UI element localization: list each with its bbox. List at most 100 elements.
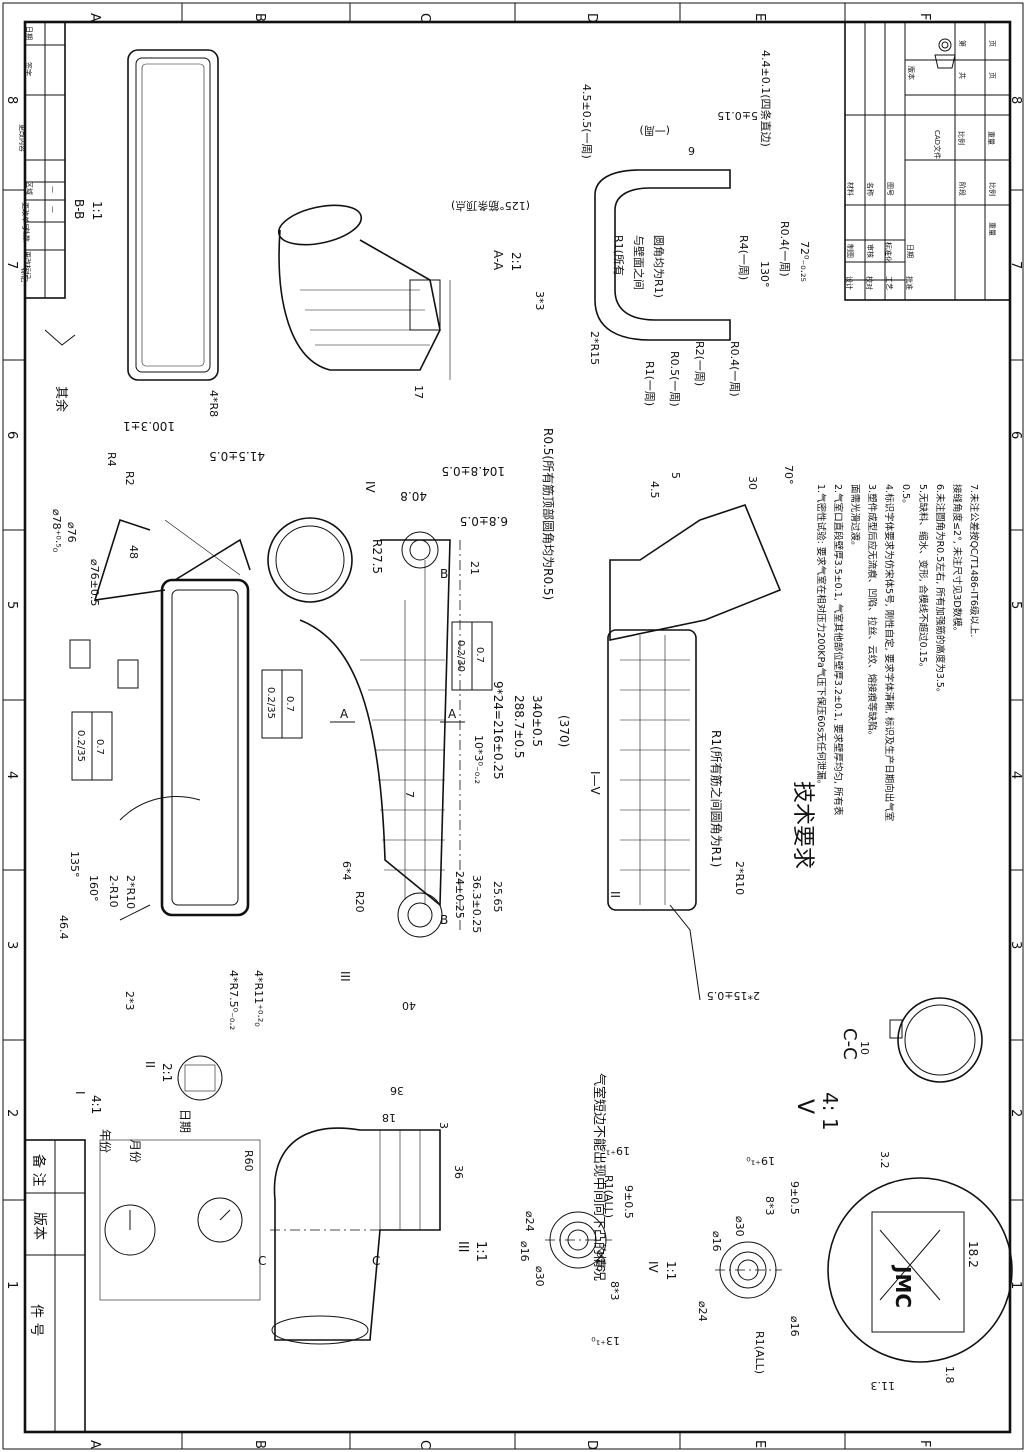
dim-6x4: 6*4 [340,861,353,881]
dim-104: 104.8±0.5 [442,464,506,478]
dim-2r10: 2-R10 [107,875,120,908]
rev-h-genggaibiaoji: 更改标记 [23,251,32,279]
zone-top-d: D [584,13,599,23]
rev-h-genggaidanhao: 更改单号 [21,202,30,230]
roughness-note: 其余 [53,386,69,412]
zone-top-a: A [87,13,102,22]
note-r04-around: R0.4(一周) [728,341,741,397]
zone-top-c: C [417,13,432,22]
dim-17: 17 [412,385,425,399]
zone-top-e: E [752,13,767,21]
note-r1-all-1: R1(所有 [612,235,626,276]
zone-right-2: 2 [1008,1109,1023,1117]
dim-135: 135° [68,851,81,878]
dim-288: 288.7±0.5 [512,695,526,759]
dim-24: 24±0.25 [453,871,466,919]
cut-markers: A A B B C C [258,567,457,1268]
view-bb [127,49,219,381]
section-aa [594,169,731,341]
zone-top-f: F [917,13,932,20]
zone-left-2: 2 [4,1109,19,1117]
dim-r2: R2 [123,471,136,486]
tb-shenhe: 审核 [866,244,875,258]
tech-item-2: 2.气室口直段壁厚3.5±0.1, 气室其他部位壁厚3.2±0.1, 要求壁厚均… [832,484,844,816]
zone-bot-c: C [417,1440,432,1449]
front-view [93,518,251,921]
dim-36: 36.3±0.25 [470,875,483,933]
dim-o16d: ⌀16 [788,1316,801,1337]
rev-cell-1: — [49,186,57,193]
dim-o76: ⌀76 [65,522,78,543]
dim-18-2: 18.2 [966,1241,980,1268]
dim-1-8: 1.8 [943,1366,956,1384]
tb-gong: 共 [958,72,967,79]
rev-h-chushu: 处数 [22,228,31,242]
logo-jmc: JMC [891,1264,915,1308]
zone-left-3: 3 [4,941,19,949]
dim-40: 40 [402,999,416,1012]
dim-4-5: 4.5 [648,481,661,499]
label-ii-scale: 2:1 [160,1063,174,1082]
label-aa-scale: 2:1 [509,252,523,271]
label-iv-view: IV [363,481,377,494]
part-h-beizhu: 备 注 [30,1154,47,1186]
cut-b-top: B [440,567,448,581]
tb-gongyi: 工艺 [885,276,893,290]
part-table: 件 号 版本 备 注 [24,1139,86,1433]
dim-19: 19⁺¹₀ [601,1144,630,1157]
tech-item-3: 面需光滑过渡。 [849,484,861,551]
dim-4-5pm: 4.5±0.5(一周) [580,84,593,159]
tb-pizhun: 批准 [905,276,914,290]
tb-mingcheng: 名称 [866,182,875,196]
dim-o16b: ⌀16 [594,1251,607,1272]
dim-36b: 36 [390,1084,404,1097]
tb-bili: 比例 [957,131,966,145]
dim-o16c: ⌀16 [710,1231,723,1252]
revision-table: 标记 处数 更改单号 更改标记 区域 更改内容 签字 日期 — — [18,21,66,299]
label-month: 月份 [128,1139,142,1163]
zone-ticks [3,3,1023,1449]
dim-25: 25.65 [491,881,504,913]
tb-jiaodui: 校对 [865,276,874,290]
note-r1-around: R1(一周) [643,361,656,406]
zone-left-1: 1 [4,1281,19,1289]
zone-left-8: 8 [4,96,19,104]
rev-h-qianzi: 签字 [24,62,33,76]
dim-46: 46.4 [57,915,70,940]
note-125-rib: (125°筋条顶点) [451,199,530,213]
dim-2r10-b: 2*R10 [733,861,746,895]
label-iv: IV [646,1261,660,1274]
detail-iv [715,1241,782,1299]
detail-v [827,1177,1013,1363]
elbow-isometric [277,204,451,380]
dim-4r8: 4*R8 [207,390,220,417]
dim-13: 13⁺¹₀ [591,1334,620,1347]
label-iii: III [455,1241,470,1253]
dim-9pm: 9±0.5 [622,1185,635,1219]
cut-c-left: C [258,1254,266,1268]
dim-18: 18 [382,1111,396,1124]
label-cc: C-C [839,1028,860,1060]
zone-top-b: B [252,13,267,22]
note-r1-all-3: 圆角均为R1) [652,235,665,298]
rev-h-neirong: 更改内容 [18,124,27,152]
tech-item-8: 6.未注圆角为R0.5左右, 所有加强筋的高度为3.5。 [934,484,946,697]
dim-9x24: 9*24=216±0.25 [491,681,505,780]
label-ii: II [143,1061,157,1068]
dim-3x3: 3*3 [533,291,546,311]
dim-4r7: 4*R7.5⁰₋₀.₂ [227,970,240,1030]
label-iv-mark: I—V [588,771,602,796]
tech-item-10: 7.未注公差按QC/T1486-IT6级以上. [968,484,980,637]
zone-right-5: 5 [1008,601,1023,609]
note-r4-around: R4(一周) [737,235,750,280]
part-h-jianhao: 件 号 [28,1304,44,1336]
zone-right-6: 6 [1008,431,1023,439]
tb-zhongliang2: 重量 [988,222,996,236]
dim-2x3: 2*3 [123,991,136,1011]
dim-19b: 19⁺¹₀ [746,1154,775,1167]
tb-di: 第 [958,40,967,47]
note-r1-ribs: R1(所有筋之间圆角为R1) [709,730,724,867]
tech-title: 技术要求 [790,781,815,869]
tb-zhitu: 制图 [846,244,855,258]
detail-ii-circle [177,1055,223,1101]
